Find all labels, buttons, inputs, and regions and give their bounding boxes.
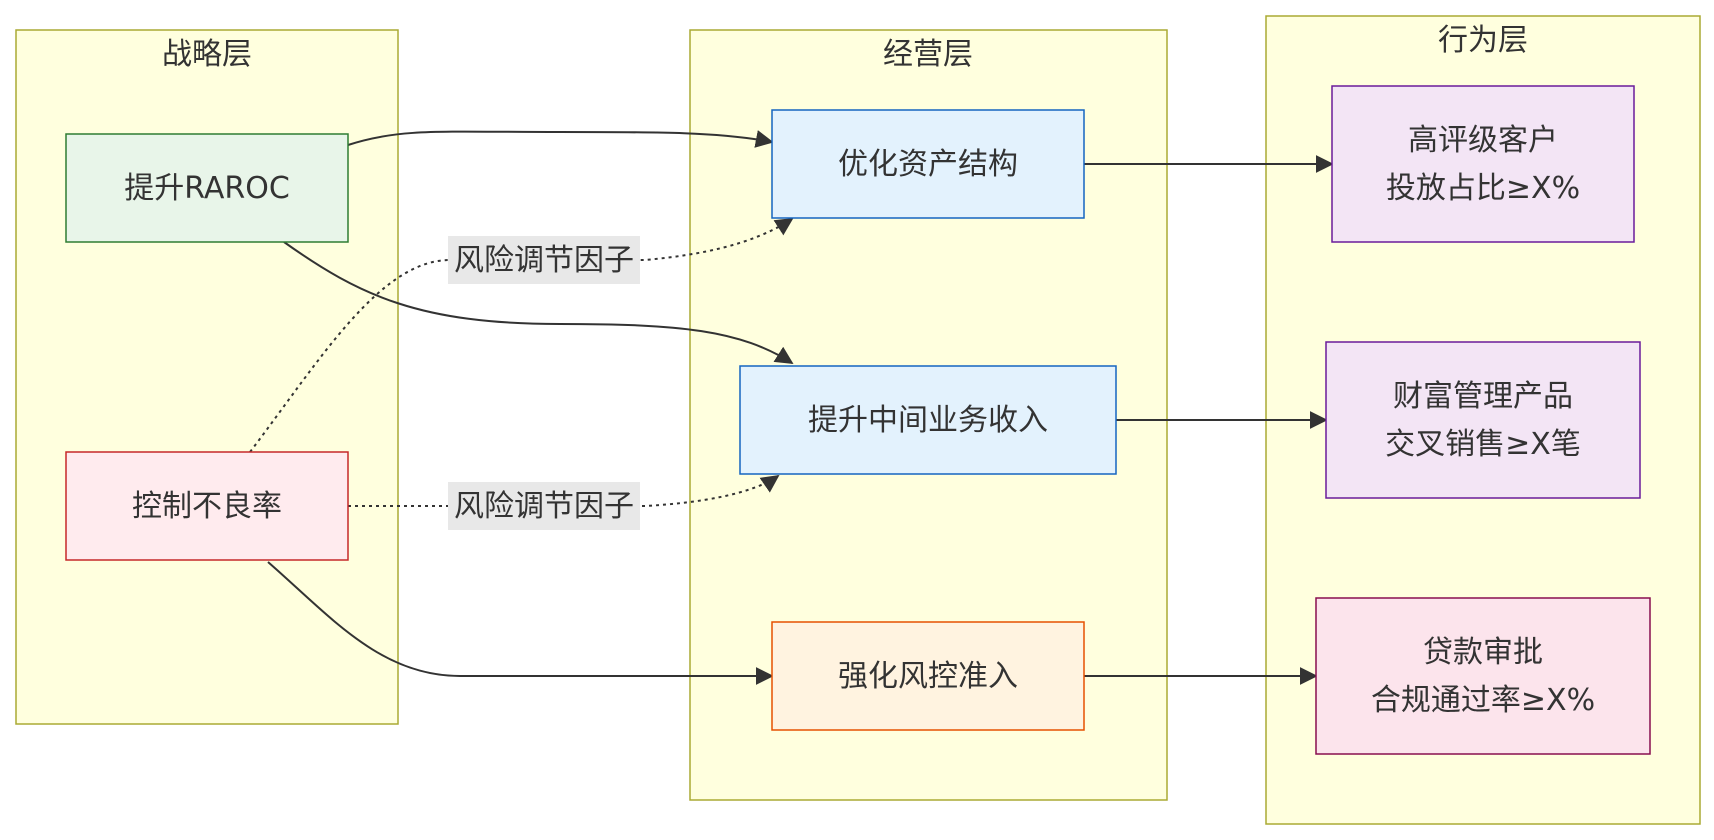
node-raroc: 提升RAROC xyxy=(65,133,349,243)
node-label: 提升中间业务收入 xyxy=(808,403,1048,438)
node-asset: 优化资产结构 xyxy=(771,109,1085,219)
node-npl: 控制不良率 xyxy=(65,451,349,561)
node-risk: 强化风控准入 xyxy=(771,621,1085,731)
edge-npl-to-risk xyxy=(267,561,774,685)
node-label-line1: 高评级客户 xyxy=(1408,123,1558,158)
node-label: 提升RAROC xyxy=(124,171,290,206)
node-label: 优化资产结构 xyxy=(838,147,1018,182)
lane-title-strategy: 战略层 xyxy=(162,37,252,72)
edge-raroc-to-asset xyxy=(347,130,774,148)
lane-title-operation: 经营层 xyxy=(883,37,973,72)
node-label-line1: 贷款审批 xyxy=(1423,635,1543,670)
edge-label-npl-to-mid: 风险调节因子 xyxy=(448,482,640,530)
edge-raroc-to-mid xyxy=(283,241,794,364)
node-label: 强化风控准入 xyxy=(838,659,1018,694)
node-label: 控制不良率 xyxy=(132,489,282,524)
edge-npl-to-asset xyxy=(249,218,794,453)
lane-title-behavior: 行为层 xyxy=(1438,23,1528,58)
node-label-line2: 投放占比≥X% xyxy=(1386,171,1580,206)
node-label-line2: 交叉销售≥X笔 xyxy=(1385,427,1581,462)
edge-label-npl-to-asset: 风险调节因子 xyxy=(448,236,640,284)
node-mid: 提升中间业务收入 xyxy=(739,365,1117,475)
node-label-line2: 合规通过率≥X% xyxy=(1371,683,1595,718)
node-b2: 财富管理产品 交叉销售≥X笔 xyxy=(1325,341,1641,499)
edge-npl-to-mid xyxy=(348,474,780,507)
node-b1: 高评级客户 投放占比≥X% xyxy=(1331,85,1635,243)
edge-label-text: 风险调节因子 xyxy=(454,243,634,278)
node-b3: 贷款审批 合规通过率≥X% xyxy=(1315,597,1651,755)
edge-label-text: 风险调节因子 xyxy=(454,489,634,524)
node-label-line1: 财富管理产品 xyxy=(1393,379,1573,414)
